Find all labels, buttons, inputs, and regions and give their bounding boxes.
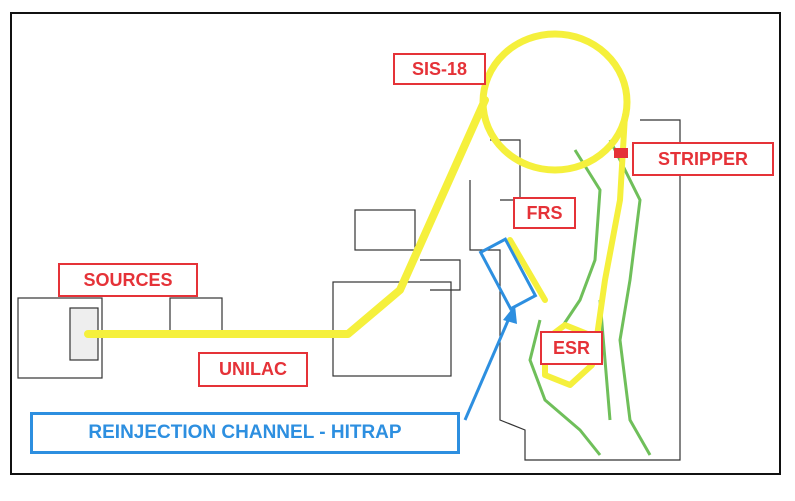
reinjection-arrow-head <box>503 305 517 324</box>
hall-annex <box>354 209 416 251</box>
transfer-building <box>420 259 461 291</box>
unilac-hall-west <box>169 297 223 333</box>
reinjection-channel-box <box>478 237 538 311</box>
ring-annex <box>490 139 521 201</box>
esr-ring <box>542 322 595 388</box>
experimental-area-lines <box>528 139 652 456</box>
label-sources: SOURCES <box>58 263 198 297</box>
label-frs: FRS <box>513 197 576 229</box>
label-unilac: UNILAC <box>198 352 308 387</box>
diagram-frame <box>10 12 781 475</box>
green-line-2 <box>608 139 652 456</box>
beamline-unilac-to-sis <box>84 96 489 338</box>
reinjection-arrow-line <box>463 315 512 421</box>
green-line-3 <box>528 319 602 456</box>
label-reinjection: REINJECTION CHANNEL - HITRAP <box>30 412 460 454</box>
experimental-hall <box>332 281 452 377</box>
label-stripper: STRIPPER <box>632 142 774 176</box>
green-line-1 <box>558 149 602 331</box>
stripper-marker <box>614 148 628 158</box>
label-sis18: SIS-18 <box>393 53 486 85</box>
frs-line <box>507 237 548 303</box>
sis18-ring <box>479 30 631 174</box>
ring-hall-outline <box>469 119 681 461</box>
label-esr: ESR <box>540 331 603 365</box>
